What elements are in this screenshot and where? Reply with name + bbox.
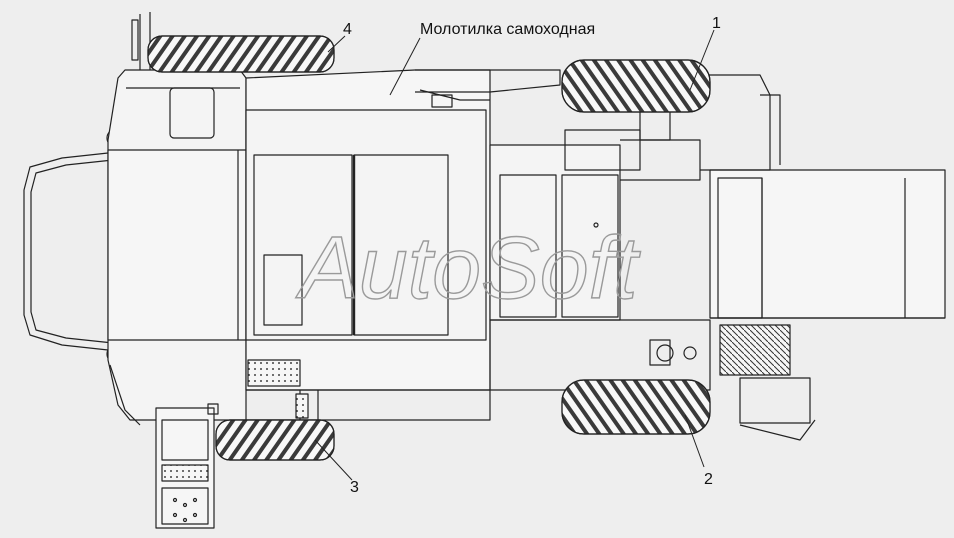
leader-lines xyxy=(314,29,715,481)
engine-section xyxy=(489,109,711,391)
top-rail xyxy=(415,69,561,108)
tire-top-right xyxy=(561,59,711,113)
conveyor xyxy=(700,74,946,441)
cab xyxy=(107,12,247,426)
title-label: Молотилка самоходная xyxy=(420,21,595,38)
callout-2: 2 xyxy=(704,471,713,488)
tire-bottom-right xyxy=(561,379,711,435)
callout-4: 4 xyxy=(343,21,352,38)
callout-3: 3 xyxy=(350,479,359,496)
access-ladder xyxy=(155,403,219,529)
tire-top-left xyxy=(147,35,335,73)
callout-1: 1 xyxy=(712,15,721,32)
watermark: AutoSoft xyxy=(295,218,641,317)
tire-bottom-left xyxy=(215,419,335,461)
